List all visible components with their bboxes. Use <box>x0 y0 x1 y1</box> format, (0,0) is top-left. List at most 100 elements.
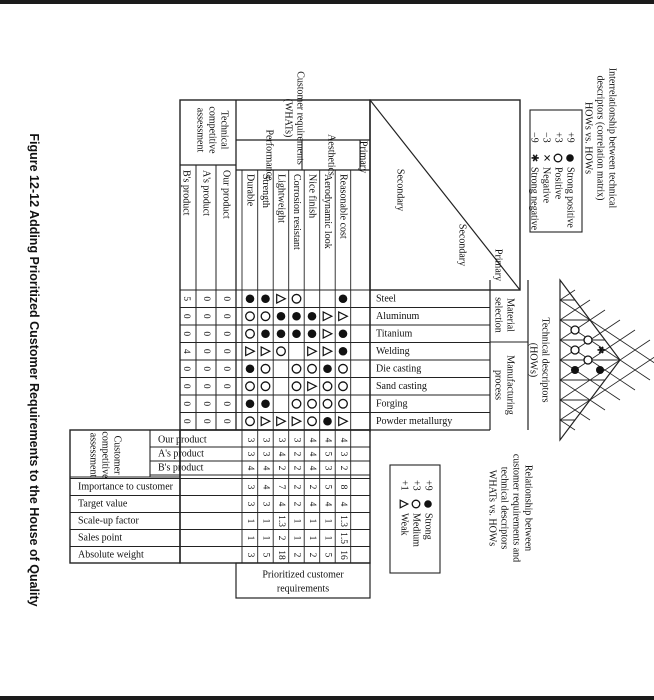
prioritized-value: 1 <box>245 536 255 541</box>
tca-value: 0 <box>201 419 211 424</box>
technical-descriptor-label: Titanium <box>376 328 413 339</box>
correlation-legend-label: Positive <box>553 167 564 200</box>
correlation-legend-value: −3 <box>541 132 552 143</box>
prioritized-value: 5 <box>323 553 333 558</box>
relationship-symbol <box>307 329 317 339</box>
tca-value: 0 <box>221 419 231 424</box>
cca-value: 3 <box>245 452 255 457</box>
relationship-symbol <box>245 416 255 427</box>
relationship-symbol <box>276 293 287 305</box>
prioritized-value: 8 <box>338 485 348 490</box>
technical-descriptor-label: Sand casting <box>376 381 427 392</box>
prioritized-row-label: Absolute weight <box>78 550 144 561</box>
relationship-symbol <box>322 398 333 409</box>
relationship-symbol <box>261 329 270 339</box>
relationship-symbol <box>245 381 255 392</box>
prioritized-row-label: Sales point <box>78 533 122 544</box>
prioritized-value: 3 <box>245 553 255 558</box>
relationship-symbol <box>292 311 301 321</box>
tca-value: 5 <box>181 296 191 301</box>
correlation-legend-value: +9 <box>565 132 576 143</box>
tca-value: 0 <box>221 296 231 301</box>
prioritized-value: 1 <box>292 536 302 541</box>
primary-label: Primary <box>358 141 369 173</box>
technical-descriptor-label: Powder metallurgy <box>376 416 452 427</box>
relationship-symbol <box>307 398 317 409</box>
prioritized-value: 1 <box>323 536 333 541</box>
cca-value: 4 <box>245 466 255 471</box>
grid-line <box>559 299 591 321</box>
correlation-legend-title: HOWs vs. HOWs <box>583 102 594 174</box>
cca-value: 2 <box>292 452 302 457</box>
customer-competitive-title: assessment <box>88 433 99 478</box>
tech-group-label: selection <box>493 297 504 333</box>
relationship-symbol <box>291 381 302 392</box>
prioritized-value: 1.3 <box>276 515 286 527</box>
relationship-symbol <box>307 380 318 392</box>
relationship-symbol <box>261 399 270 409</box>
tca-value: 0 <box>201 384 211 389</box>
requirement-label: Durable <box>245 174 256 207</box>
relationship-legend-title: technical descriptors <box>499 467 510 550</box>
tca-value: 0 <box>201 296 211 301</box>
relationship-symbol <box>260 311 271 322</box>
prioritized-value: 3 <box>245 485 255 490</box>
correlation-symbol <box>596 366 604 374</box>
correlation-legend-symbol <box>566 154 574 162</box>
tca-value: 0 <box>201 331 211 336</box>
cca-value: 4 <box>307 452 317 457</box>
relationship-symbol <box>245 345 256 357</box>
relationship-symbol <box>291 415 303 427</box>
tech-group-label: Manufacturing <box>505 355 516 414</box>
cca-value: 4 <box>261 466 271 471</box>
relationship-legend-title: WHATs vs. HOWs <box>487 470 498 546</box>
customer-competitive-title: Customer <box>112 436 123 476</box>
cca-value: 5 <box>323 452 333 457</box>
prioritized-value: 1 <box>261 536 271 541</box>
tca-header-bs-product: B's product <box>181 170 192 216</box>
cca-row-label: B's product <box>158 463 204 474</box>
cca-value: 2 <box>338 466 348 471</box>
prioritized-value: 2 <box>292 553 302 558</box>
relationship-symbol <box>338 294 348 304</box>
customer-requirements-title: Customer requirements <box>295 71 306 165</box>
grid-line <box>559 339 651 401</box>
relationship-symbol <box>260 363 271 374</box>
technical-descriptor-label: Aluminum <box>376 311 420 322</box>
correlation-legend-symbol: ✕ <box>541 154 552 162</box>
relationship-symbol <box>307 416 317 427</box>
prioritized-value: 1 <box>245 519 255 524</box>
cca-value: 4 <box>276 452 286 457</box>
requirement-label: Nice finish <box>307 174 318 218</box>
cca-value: 4 <box>338 438 348 443</box>
relationship-legend-label: Weak <box>399 513 410 536</box>
tca-value: 0 <box>181 419 191 424</box>
prioritized-value: 4 <box>323 502 333 507</box>
relationship-legend-label: Medium <box>411 513 422 547</box>
requirement-label: Corrosion resistant <box>291 174 302 250</box>
relationship-symbol <box>338 310 349 322</box>
relationship-symbol <box>245 311 255 322</box>
relationship-legend-label: Strong <box>423 513 434 540</box>
grid-line <box>559 299 654 364</box>
cca-value: 4 <box>307 438 317 443</box>
requirement-label: Aerodynamic look <box>322 174 333 249</box>
grid-line <box>559 379 606 411</box>
relationship-symbol <box>307 311 317 321</box>
customer-competitive-title: competitive <box>100 431 111 479</box>
prioritized-value: 4 <box>276 502 286 507</box>
grid-line <box>559 289 576 301</box>
technical-descriptor-label: Steel <box>376 293 396 304</box>
prioritized-value: 5 <box>323 485 333 490</box>
correlation-legend-label: Strong negative <box>529 167 540 231</box>
tca-value: 4 <box>181 349 191 354</box>
prioritized-value: 2 <box>292 485 302 490</box>
relationship-symbol <box>260 381 271 392</box>
tca-header-our-product: Our product <box>221 170 232 219</box>
relationship-symbol <box>323 416 332 426</box>
relationship-symbol <box>261 294 270 304</box>
relationship-symbol <box>307 363 317 374</box>
correlation-legend-title: descriptors (correlation matrix) <box>595 76 606 201</box>
correlation-legend-symbol <box>553 153 563 163</box>
relationship-symbol <box>291 293 302 304</box>
